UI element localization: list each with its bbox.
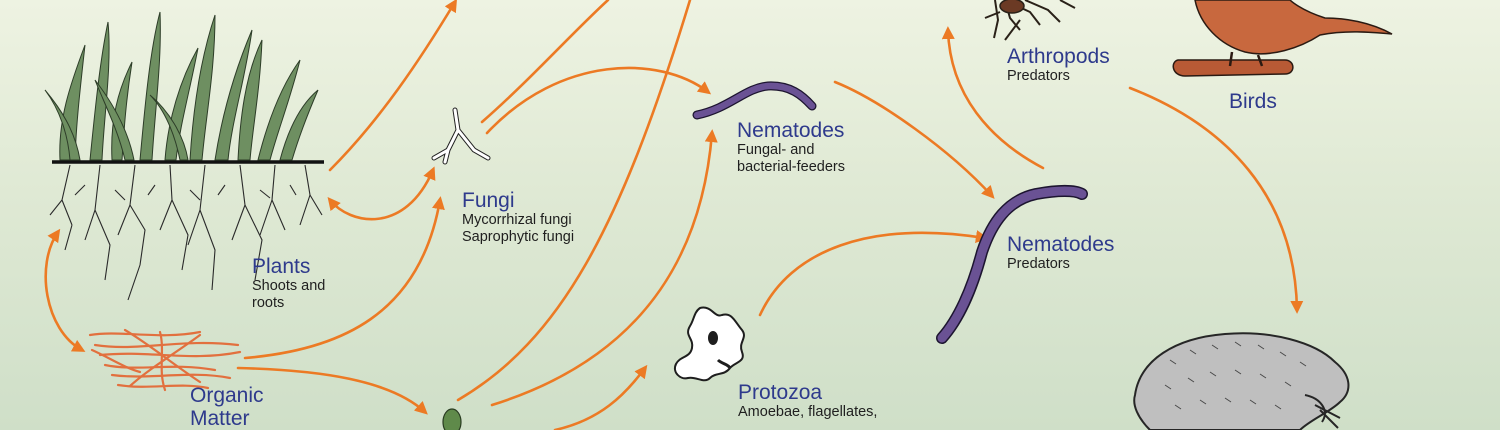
nematodes-feeders-title: Nematodes	[737, 119, 845, 142]
organic-matter-label: Organic Matter	[190, 384, 264, 430]
arrow-fungi-up	[480, 0, 610, 124]
protozoa-label: Protozoa Amoebae, flagellates,	[738, 381, 877, 421]
arrow-organic-bacteria	[236, 366, 428, 415]
arrow-predators-arthropods	[941, 26, 1045, 170]
arrow-plants-up-right	[328, 0, 458, 172]
protozoa-title: Protozoa	[738, 381, 823, 404]
nematodes-feeders-label: Nematodes Fungal- and bacterial-feeders	[737, 119, 845, 176]
arrow-bacteria-protozoa	[553, 364, 648, 430]
birds-title: Birds	[1229, 90, 1277, 113]
nematodes-feeders-desc-line-2: bacterial-feeders	[737, 159, 845, 175]
fungi-title: Fungi	[462, 189, 515, 212]
protozoa-desc-line-1: Amoebae, flagellates,	[738, 404, 878, 420]
plants-desc-line-1: Shoots and	[252, 278, 326, 294]
arrow-bacteria-nematodes	[490, 129, 718, 407]
arrow-organic-fungi	[243, 196, 445, 360]
fungi-desc-line-2: Saprophytic fungi	[462, 229, 575, 245]
arrow-fungi-nematodes	[485, 66, 712, 135]
arrow-plants-fungi	[327, 166, 436, 221]
nematodes-predators-title: Nematodes	[1007, 233, 1115, 256]
fungi-desc-line-1: Mycorrhizal fungi	[462, 212, 572, 228]
plants-label: Plants Shoots and roots	[252, 255, 325, 312]
nematodes-predators-label: Nematodes Predators	[1007, 233, 1114, 273]
birds-label: Birds	[1229, 90, 1277, 113]
arrow-organic-plants	[44, 228, 86, 352]
arrow-protozoa-predators	[758, 230, 989, 317]
plants-title: Plants	[252, 255, 311, 278]
arrow-bacteria-up	[456, 0, 692, 402]
fungi-label: Fungi Mycorrhizal fungi Saprophytic fung…	[462, 189, 574, 246]
arthropods-label: Arthropods Predators	[1007, 45, 1110, 85]
arrow-nematodes-predators	[833, 80, 995, 199]
arrow-arthropods-animals	[1128, 86, 1304, 314]
nematodes-predators-desc: Predators	[1007, 256, 1070, 272]
organic-matter-title-line-1: Organic	[190, 384, 264, 407]
arthropods-desc: Predators	[1007, 68, 1070, 84]
plants-desc-line-2: roots	[252, 295, 285, 311]
arthropods-title: Arthropods	[1007, 45, 1110, 68]
organic-matter-title-line-2: Matter	[190, 407, 250, 430]
nematodes-feeders-desc-line-1: Fungal- and	[737, 142, 815, 158]
